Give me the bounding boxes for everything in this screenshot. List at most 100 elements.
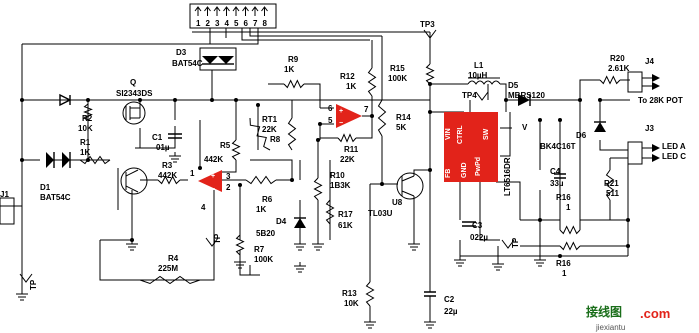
j4-label: J4 [645, 57, 654, 66]
r2-label: R2 [82, 114, 93, 123]
ground-icon [126, 240, 138, 251]
j4-note: To 28K POT [638, 96, 683, 105]
opamp-b: + − [336, 104, 362, 128]
diodes [46, 47, 606, 228]
junction-dots [20, 82, 630, 258]
ic-pin-label: SW [483, 128, 490, 140]
header-pin-arrow [242, 6, 249, 16]
junction-dot [504, 98, 508, 102]
transistor-u [396, 172, 424, 200]
regulator-ic [444, 112, 498, 182]
mosfet-q [122, 101, 146, 125]
c4-label: C4 [550, 167, 561, 176]
opamp-a-pin: 4 [201, 203, 206, 212]
junction-dot [198, 166, 202, 170]
header-pin-number: 4 [225, 19, 230, 28]
ground-icon [294, 240, 306, 251]
junction-dot [380, 182, 384, 186]
opamp-b-pins: 6 5 7 [328, 104, 369, 125]
d6-label: D6 [576, 131, 587, 140]
r7-label: R7 [254, 245, 265, 254]
r17-value: 61K [338, 221, 353, 230]
r6-value: 1K [256, 205, 266, 214]
ground-icon [408, 240, 420, 251]
r10-label: R10 [330, 171, 345, 180]
rt1-label: RT1 [262, 115, 278, 124]
rt1-value: 22K [262, 125, 277, 134]
r13-label: R13 [342, 289, 357, 298]
r14-label: R14 [396, 113, 411, 122]
ground-icon [534, 256, 546, 267]
junction-dot [558, 118, 562, 122]
c2-label: C2 [444, 295, 455, 304]
d5-label: D5 [508, 81, 519, 90]
r8-label: R8 [270, 135, 281, 144]
diode-d5 [518, 94, 531, 106]
diode-d4 [294, 217, 306, 228]
resistor-r16b [559, 241, 581, 251]
header-pin-number: 7 [253, 19, 258, 28]
header-pin-arrow [204, 6, 211, 16]
r4-label: R4 [168, 254, 179, 263]
svg-text:+: + [339, 108, 343, 115]
junction-dot [138, 98, 142, 102]
d5-part: MBRS120 [508, 91, 545, 100]
tp1-label: TP [29, 279, 38, 290]
c1-value: 01µ [156, 143, 170, 152]
c2-value: 22µ [444, 307, 458, 316]
diode-input [59, 93, 72, 107]
resistor-r21 [605, 169, 615, 201]
tp4-label: TP4 [462, 91, 477, 100]
j3-pin2: LED C [662, 152, 686, 161]
diode-d6 [594, 121, 606, 132]
r15-value: 100K [388, 74, 407, 83]
r21-value: 511 [606, 189, 619, 198]
r5-value: 442K [204, 155, 223, 164]
r13-value: 10K [344, 299, 359, 308]
ground-icon [294, 262, 306, 273]
r20-value: 2.61K [608, 64, 630, 73]
opamp-a-pin: 1 [190, 169, 195, 178]
q-label: Q [130, 78, 136, 87]
resistor-r4 [139, 275, 201, 285]
ground-icon [492, 260, 504, 271]
resistor-r9 [283, 79, 305, 89]
watermark: 接线图 .com jiexiantu [586, 304, 670, 332]
junction-dot [578, 98, 582, 102]
test-points [19, 29, 515, 283]
v-label: V [522, 123, 528, 132]
junction-dot [256, 103, 260, 107]
r10-value: 1B3K [330, 181, 351, 190]
resistor-r12 [367, 67, 377, 97]
r5-label: R5 [220, 141, 231, 150]
junction-dot [428, 110, 432, 114]
r3-value: 442K [158, 171, 177, 180]
header-pin-arrow [213, 6, 221, 16]
resistor-r14 [377, 99, 387, 137]
ic-pin-label: CTRL [457, 125, 464, 144]
u-part: TL03U [368, 209, 393, 218]
junction-dot [290, 178, 294, 182]
capacitors [168, 133, 566, 318]
header-pin-number: 8 [263, 19, 268, 28]
junction-dot [370, 114, 374, 118]
c1-label: C1 [152, 133, 163, 142]
svg-text:+: + [211, 173, 215, 180]
tp3-label: TP3 [420, 20, 435, 29]
header-pin-arrow [194, 6, 202, 16]
d3-label: D3 [176, 48, 187, 57]
junction-dot [626, 244, 630, 248]
resistor-r20 [599, 75, 621, 85]
junction-dot [538, 218, 542, 222]
resistor-r11 [337, 133, 357, 143]
r15-label: R15 [390, 64, 405, 73]
r2-value: 10K [78, 124, 93, 133]
ic-pin-label: GND [461, 162, 468, 178]
bk-part: BK4C16T [540, 142, 576, 151]
header-pin-number: 2 [206, 19, 211, 28]
d4-label: D4 [276, 217, 287, 226]
junction-dot [316, 138, 320, 142]
r20-label: R20 [610, 54, 625, 63]
r11-label: R11 [344, 145, 359, 154]
